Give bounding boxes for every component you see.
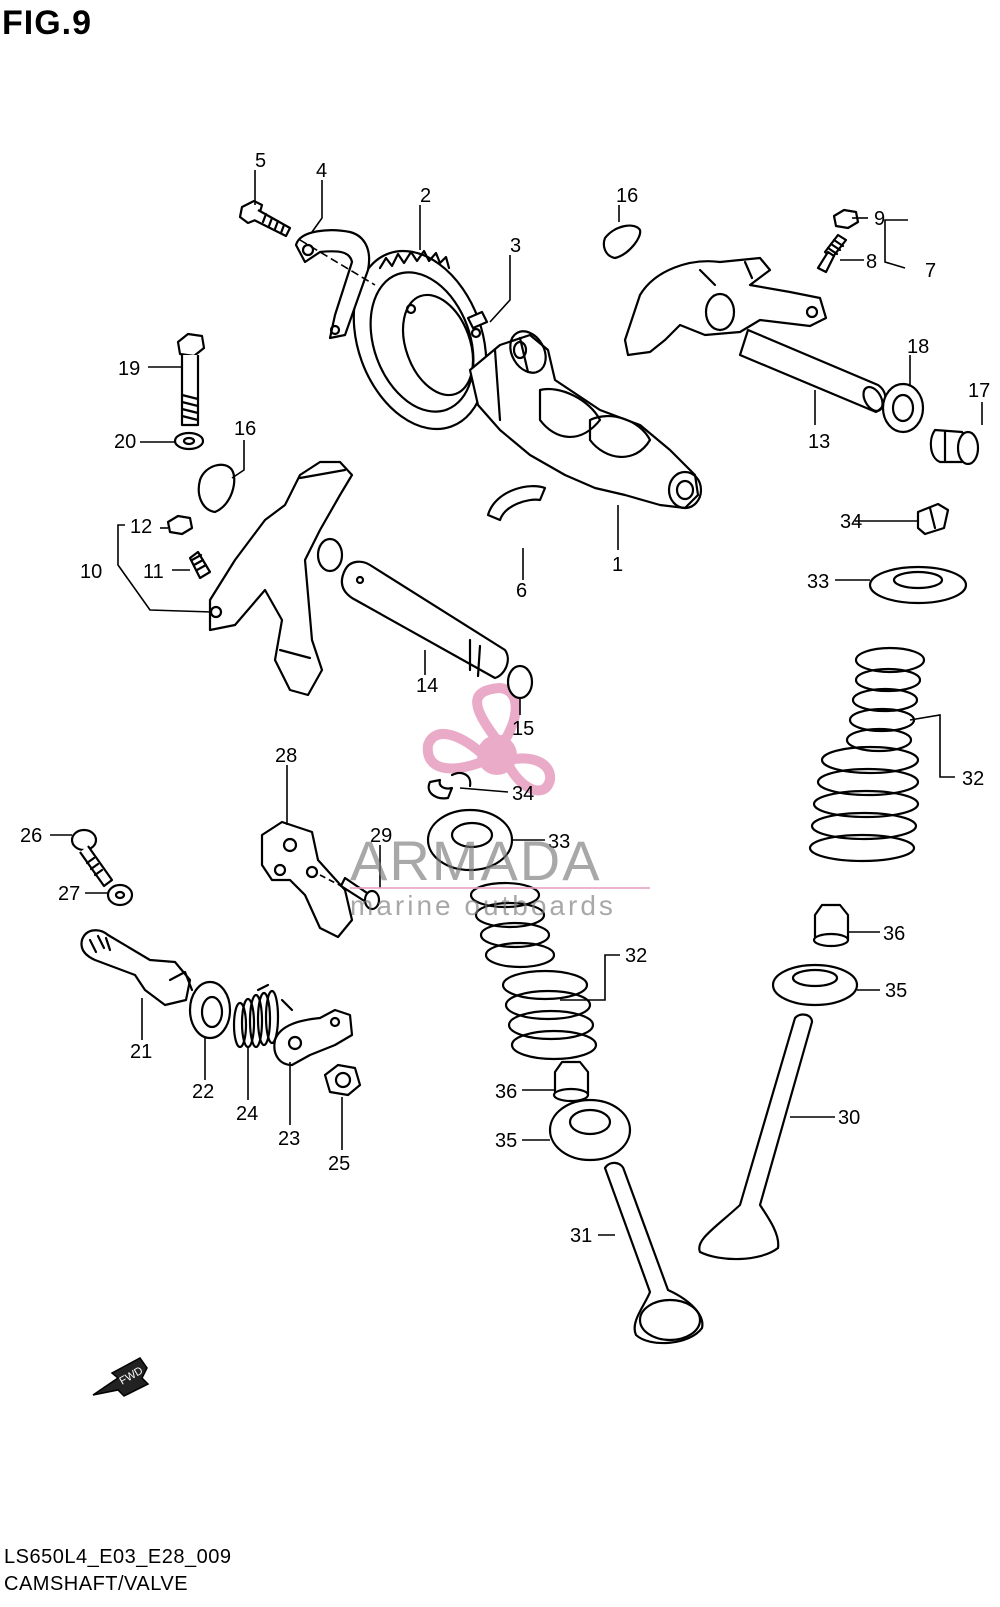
callout-16-left: 16: [234, 418, 256, 440]
callout-6: 6: [516, 580, 527, 602]
callout-33-center: 33: [548, 831, 570, 853]
callout-21: 21: [130, 1041, 152, 1063]
callout-31: 31: [570, 1225, 592, 1247]
valve-spring-32-center: [469, 881, 598, 1061]
valve-retainer-33-right: [868, 565, 968, 605]
callout-18: 18: [907, 336, 929, 358]
callout-14: 14: [416, 675, 438, 697]
fwd-arrow-icon: FWD: [92, 1357, 150, 1397]
callout-7: 7: [925, 260, 936, 282]
callout-27: 27: [58, 883, 80, 905]
watermark-brand: ARMADA: [350, 829, 602, 892]
oil-seal-22: [188, 980, 232, 1040]
spring-seat-35-center: [548, 1098, 632, 1162]
callout-32-right: 32: [962, 768, 984, 790]
diagram-caption: CAMSHAFT/VALVE: [4, 1573, 189, 1595]
callout-25: 25: [328, 1153, 350, 1175]
callout-35-right: 35: [885, 980, 907, 1002]
watermark: ARMADA marine outboards: [350, 829, 650, 921]
figure-title: FIG.9: [2, 4, 93, 42]
callout-15: 15: [512, 718, 534, 740]
watermark-propeller-logo: [422, 682, 555, 796]
callout-2: 2: [420, 185, 431, 207]
callout-labels: 1 2 3 4 5 6 7 8 9 10 11 12 13 14 15 16 1…: [20, 150, 990, 1247]
callout-22: 22: [192, 1081, 214, 1103]
exhaust-valve-30: [698, 1013, 814, 1261]
callout-28: 28: [275, 745, 297, 767]
callout-29: 29: [370, 825, 392, 847]
callout-24: 24: [236, 1103, 258, 1125]
callout-20: 20: [114, 431, 136, 453]
callout-5: 5: [255, 150, 266, 172]
screw-29: [339, 876, 381, 911]
callout-33-right: 33: [807, 571, 829, 593]
callout-12: 12: [130, 516, 152, 538]
callout-30: 30: [838, 1107, 860, 1129]
callout-4: 4: [316, 160, 327, 182]
bolt-5: [238, 199, 292, 238]
lever-23: [273, 1008, 354, 1067]
spring-24: [232, 983, 294, 1049]
nut-12: [166, 514, 194, 536]
washer-20: [173, 431, 205, 451]
callout-17: 17: [968, 380, 990, 402]
stem-seal-36-center: [552, 1060, 590, 1103]
callout-35-center: 35: [495, 1130, 517, 1152]
plug-17: [929, 428, 980, 466]
callout-11: 11: [143, 561, 164, 583]
pin-3: [466, 310, 489, 330]
callout-8: 8: [866, 251, 877, 273]
plate-16-top: [602, 224, 642, 260]
callout-16-top: 16: [616, 185, 638, 207]
adjuster-screw-8: [816, 233, 848, 274]
plate-16-left: [197, 463, 236, 514]
rocker-shaft-13: [738, 328, 887, 414]
callout-1: 1: [612, 554, 623, 576]
o-ring-15: [506, 664, 534, 700]
callout-23: 23: [278, 1128, 300, 1150]
chain-guide-plate: [294, 229, 371, 340]
intake-valve-31: [603, 1161, 704, 1345]
callout-10: 10: [80, 561, 102, 583]
camshaft: [468, 330, 703, 510]
washer-27: [106, 883, 134, 907]
holder-28: [260, 820, 354, 939]
o-ring-18: [881, 382, 925, 434]
watermark-tagline: marine outboards: [350, 890, 616, 921]
callout-32-center: 32: [625, 945, 647, 967]
callout-26: 26: [20, 825, 42, 847]
valve-spring-32-right: [808, 646, 926, 863]
decomp-shaft-21: [80, 929, 194, 1007]
callout-36-right: 36: [883, 923, 905, 945]
rocker-arm-7: [623, 256, 828, 357]
callout-3: 3: [510, 235, 521, 257]
callout-9: 9: [874, 208, 885, 230]
callout-36-center: 36: [495, 1081, 517, 1103]
rocker-shaft-14: [340, 560, 509, 680]
nut-25: [323, 1063, 362, 1097]
callout-19: 19: [118, 358, 140, 380]
stem-seal-36-right: [812, 903, 850, 948]
nut-9: [832, 208, 860, 230]
bolt-19: [176, 332, 206, 427]
callout-13: 13: [808, 431, 830, 453]
callout-34-center: 34: [512, 783, 534, 805]
bolt-26: [70, 828, 114, 888]
half-ring-6: [486, 485, 547, 522]
callout-34-right: 34: [840, 511, 862, 533]
spring-seat-35-right: [771, 963, 859, 1007]
valve-cotter-34-left: [427, 778, 454, 800]
rocker-arm-10: [208, 460, 354, 697]
valve-cotter-34-right: [916, 502, 950, 536]
leader-lines: [50, 170, 983, 1236]
diagram-code: LS650L4_E03_E28_009: [4, 1546, 232, 1568]
adjuster-screw-11: [188, 550, 212, 580]
cam-sprocket: [352, 249, 488, 431]
